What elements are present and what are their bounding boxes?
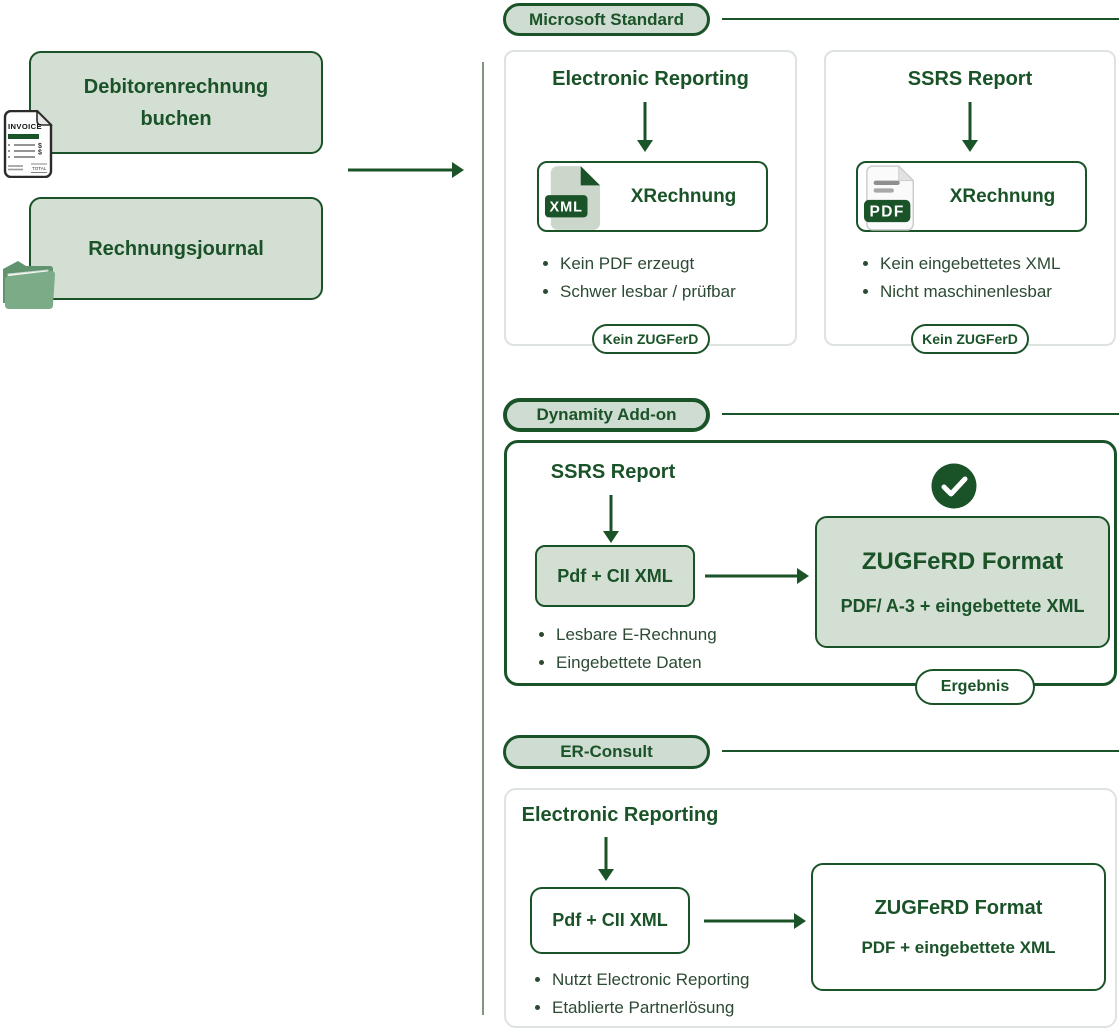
result-title: ZUGFeRD Format [874, 896, 1043, 919]
down-arrow [598, 837, 614, 881]
card-ms-ssrs-report: SSRS Report PDF XRechnung Kein eingebett… [824, 50, 1116, 354]
section-pill-dynamity: Dynamity Add-on [503, 398, 710, 432]
step-box-pdf-cii-xml: Pdf + CII XML [535, 545, 695, 607]
invoice-icon: INVOICE $ $ TOTAL [3, 110, 53, 178]
right-arrow [704, 913, 806, 929]
result-subtitle: PDF/ A-3 + eingebettete XML [840, 595, 1085, 616]
badge-kein-zugferd: Kein ZUGFerD [911, 324, 1029, 354]
section-rule [722, 750, 1119, 752]
xml-icon-label: XML [549, 200, 583, 216]
format-label: XRechnung [630, 185, 737, 207]
invoice-icon-total: TOTAL [32, 166, 47, 171]
right-arrow [705, 568, 809, 584]
bullet-item: Eingebettete Daten [556, 649, 717, 677]
card-title: Electronic Reporting [521, 804, 719, 826]
bullet-item: Schwer lesbar / prüfbar [560, 278, 736, 306]
xml-file-icon: XML [544, 166, 601, 230]
format-label: XRechnung [949, 185, 1056, 207]
down-arrow [603, 495, 619, 543]
step-label: Pdf + CII XML [552, 910, 668, 930]
card-title: Electronic Reporting [552, 68, 749, 90]
section-pill-label: Dynamity Add-on [536, 405, 677, 424]
badge-kein-zugferd: Kein ZUGFerD [591, 324, 710, 354]
bullet-item: Kein PDF erzeugt [560, 250, 736, 278]
card-title: SSRS Report [907, 68, 1033, 90]
bullet-item: Etablierte Partnerlösung [552, 994, 749, 1022]
pdf-file-icon: PDF [863, 165, 915, 231]
format-box-xrechnung: XML XRechnung [537, 161, 768, 232]
badge-label: Kein ZUGFerD [602, 331, 699, 347]
section-pill-microsoft: Microsoft Standard [503, 3, 710, 36]
card-bullets: Kein PDF erzeugt Schwer lesbar / prüfbar [542, 250, 736, 306]
bullet-item: Nutzt Electronic Reporting [552, 966, 749, 994]
card-bullets: Lesbare E-Rechnung Eingebettete Daten [538, 621, 717, 677]
step-label: Pdf + CII XML [557, 565, 673, 586]
card-dynamity: SSRS Report Pdf + CII XML ZUGFeRD Format… [504, 440, 1117, 705]
source-box-rechnungsjournal: Rechnungsjournal [29, 197, 323, 300]
result-box-zugferd: ZUGFeRD Format PDF/ A-3 + eingebettete X… [815, 516, 1110, 648]
section-pill-label: Microsoft Standard [529, 9, 684, 29]
section-pill-er-consult: ER-Consult [503, 735, 710, 769]
check-circle-icon [931, 463, 977, 509]
step-box-pdf-cii-xml: Pdf + CII XML [530, 887, 690, 954]
section-rule [722, 413, 1119, 415]
svg-text:$: $ [38, 150, 42, 157]
folder-icon [3, 261, 55, 309]
section-separator-line [482, 62, 484, 1015]
result-box-zugferd: ZUGFeRD Format PDF + eingebettete XML [811, 863, 1106, 991]
section-rule [722, 18, 1119, 20]
card-title: SSRS Report [550, 461, 676, 483]
bullet-item: Kein eingebettetes XML [880, 250, 1061, 278]
main-flow-arrow [348, 162, 464, 178]
invoice-icon-title: INVOICE [8, 122, 42, 131]
bullet-item: Nicht maschinenlesbar [880, 278, 1061, 306]
card-bullets: Kein eingebettetes XML Nicht maschinenle… [862, 250, 1061, 306]
pdf-icon-label: PDF [870, 203, 905, 220]
down-arrow [637, 102, 653, 152]
down-arrow [962, 102, 978, 152]
source-box-label: Rechnungsjournal [88, 237, 264, 260]
card-er-consult: Electronic Reporting Pdf + CII XML ZUGFe… [504, 788, 1117, 1028]
source-box-label: Debitorenrechnung buchen [83, 75, 269, 130]
badge-label: Kein ZUGFerD [922, 331, 1018, 347]
result-subtitle: PDF + eingebettete XML [861, 937, 1056, 957]
format-box-xrechnung: PDF XRechnung [856, 161, 1087, 232]
card-ms-electronic-reporting: Electronic Reporting XML XRechnung Kein … [504, 50, 797, 354]
result-title: ZUGFeRD Format [861, 547, 1064, 575]
source-box-debitorenrechnung: Debitorenrechnung buchen [29, 51, 323, 154]
badge-ergebnis: Ergebnis [915, 669, 1035, 705]
section-pill-label: ER-Consult [560, 742, 653, 761]
svg-text:$: $ [38, 143, 42, 150]
badge-label: Ergebnis [940, 678, 1010, 695]
bullet-item: Lesbare E-Rechnung [556, 621, 717, 649]
card-bullets: Nutzt Electronic Reporting Etablierte Pa… [534, 966, 749, 1022]
